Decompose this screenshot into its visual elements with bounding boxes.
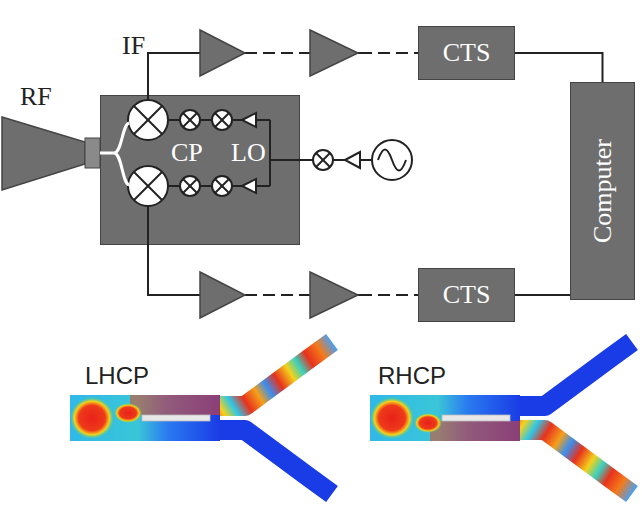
wire-line	[148, 53, 418, 95]
wire-line	[148, 245, 418, 295]
block-label: CTS	[443, 282, 491, 308]
block-label: LO	[231, 140, 266, 166]
block-label: CTS	[443, 40, 491, 66]
computer-box: Computer	[570, 82, 635, 300]
wire-line	[515, 53, 603, 82]
signal-label: LHCP	[85, 364, 149, 388]
receiver-block: LO CP	[100, 95, 300, 245]
signal-label: RHCP	[378, 364, 446, 388]
block-label: Computer	[590, 139, 616, 243]
signal-wire	[515, 53, 603, 82]
signal-wire	[515, 295, 570, 296]
block-label: CP	[171, 140, 203, 166]
signal-wire	[148, 53, 418, 95]
signal-label: IF	[122, 33, 145, 59]
cts-box: CTS	[418, 26, 515, 80]
cts-box: CTS	[418, 268, 515, 322]
mixer-symbols	[100, 95, 300, 245]
signal-label: RF	[20, 84, 52, 110]
wire-line	[515, 294, 570, 296]
signal-wire	[148, 245, 418, 295]
